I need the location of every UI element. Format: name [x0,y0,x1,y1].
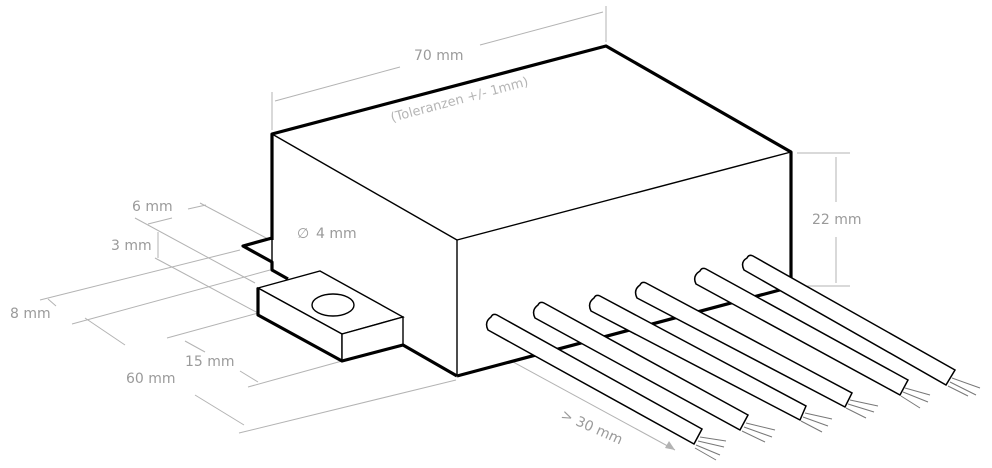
label-tab-length: 15 mm [185,354,235,370]
wires [485,254,981,461]
label-tab-step: 3 mm [111,238,152,254]
wire [693,267,931,409]
label-tab-thickness: 8 mm [10,306,51,322]
label-length: 70 mm [414,48,464,64]
wire [741,254,981,397]
label-width: 60 mm [126,371,176,387]
wire [588,294,833,433]
label-height: 22 mm [812,212,862,228]
wire [532,301,776,443]
label-wire-length: > 30 mm [558,407,625,448]
mounting-hole [311,293,355,317]
label-hole-diameter: 4 mm [316,226,357,242]
diameter-icon: ∅ [297,226,309,242]
housing [270,44,793,376]
wire [634,281,879,419]
label-tab-offset: 6 mm [132,199,173,215]
wire [485,313,727,461]
mounting-tab [241,236,792,378]
